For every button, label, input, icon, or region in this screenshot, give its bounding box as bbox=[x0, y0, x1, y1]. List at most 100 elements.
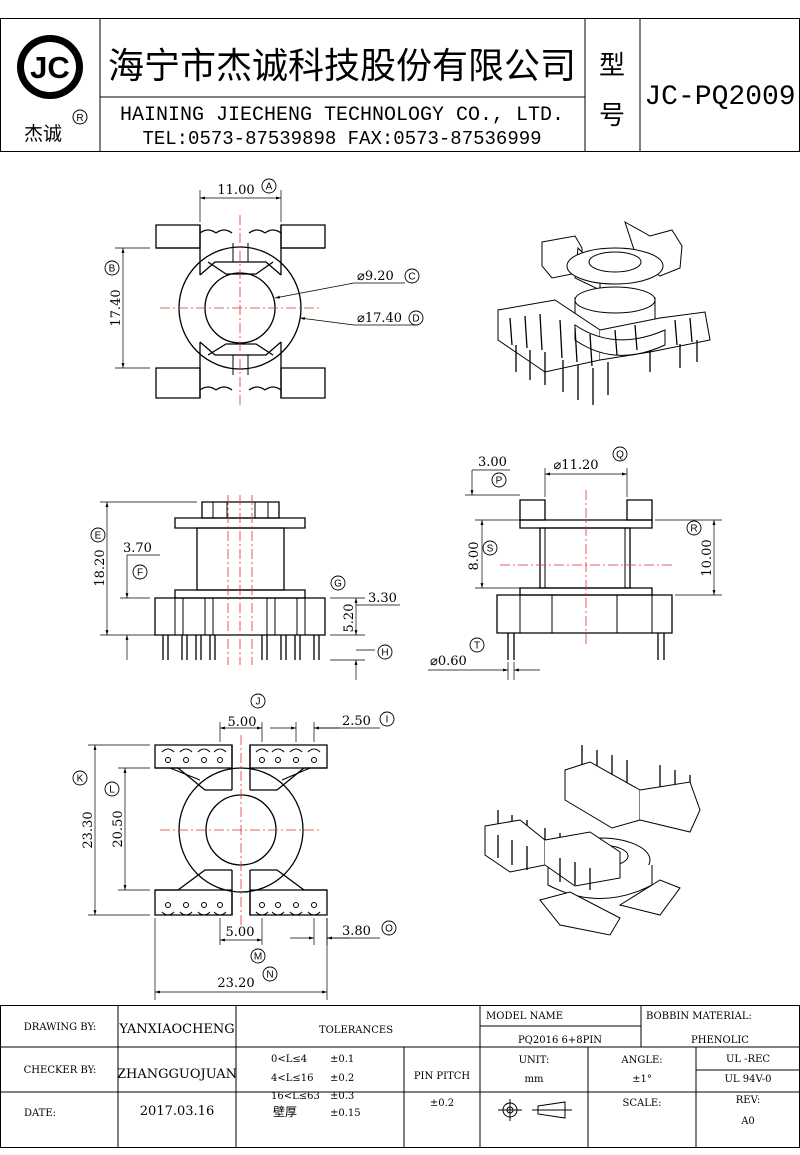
svg-text:I: I bbox=[386, 715, 389, 726]
svg-text:T: T bbox=[474, 641, 480, 652]
scale-label: SCALE: bbox=[622, 1098, 661, 1109]
ul-rec: UL -REC bbox=[726, 1054, 770, 1065]
logo-subtitle: 杰诚 bbox=[24, 123, 62, 145]
drawing-by-value: YANXIAOCHENG bbox=[118, 1022, 234, 1037]
dim-m-value: 5.00 bbox=[226, 925, 255, 940]
dim-p-value: 3.00 bbox=[478, 455, 507, 470]
model-number: JC-PQ2009 bbox=[644, 82, 795, 113]
tolerance-4-range: 壁厚 bbox=[273, 1104, 297, 1119]
dim-label-o: O bbox=[381, 920, 397, 936]
date-label: DATE: bbox=[24, 1108, 56, 1119]
dim-label-h: H bbox=[377, 644, 393, 660]
front-view: 18.20 3.70 5.20 3.30 bbox=[93, 495, 400, 680]
bottom-view: 5.00 2.50 23.30 20.50 5.00 3.80 23.2 bbox=[81, 714, 380, 1000]
dim-label-n: N bbox=[262, 966, 278, 982]
drawing-by-label: DRAWING BY: bbox=[24, 1022, 96, 1033]
company-name-en: HAINING JIECHENG TECHNOLOGY CO., LTD. bbox=[120, 104, 564, 127]
angle-value: ±1° bbox=[632, 1074, 652, 1085]
dim-d-value: ⌀17.40 bbox=[357, 311, 402, 326]
svg-text:N: N bbox=[266, 970, 273, 981]
model-name-label: MODEL NAME bbox=[486, 1011, 563, 1022]
dim-r-value: 10.00 bbox=[700, 539, 715, 576]
dimension-labels: A B C D E F G H I J K L MN O P Q R S T bbox=[72, 178, 702, 982]
tolerance-4-value: ±0.15 bbox=[330, 1108, 361, 1119]
svg-text:B: B bbox=[109, 264, 116, 275]
rev-label: REV: bbox=[736, 1095, 760, 1106]
dim-j-value: 5.00 bbox=[228, 715, 257, 730]
dim-a-value: 11.00 bbox=[217, 183, 254, 198]
svg-text:Q: Q bbox=[616, 450, 624, 461]
bobbin-material-value: PHENOLIC bbox=[691, 1035, 749, 1046]
tolerance-3-value: ±0.3 bbox=[330, 1091, 354, 1102]
model-label-2: 号 bbox=[599, 101, 625, 131]
svg-text:J: J bbox=[256, 697, 261, 708]
tolerance-2-value: ±0.2 bbox=[330, 1073, 354, 1084]
dim-s-value: 8.00 bbox=[467, 542, 482, 571]
pin-pitch-value: ±0.2 bbox=[430, 1098, 454, 1109]
tolerance-2-range: 4<L≤16 bbox=[271, 1073, 314, 1084]
svg-text:H: H bbox=[381, 648, 388, 659]
svg-text:E: E bbox=[95, 531, 102, 542]
svg-text:K: K bbox=[77, 774, 84, 785]
svg-text:A: A bbox=[266, 182, 273, 193]
tolerance-1-value: ±0.1 bbox=[330, 1054, 354, 1065]
dim-k-value: 23.30 bbox=[81, 811, 96, 848]
company-name-cn: 海宁市杰诚科技股份有限公司 bbox=[108, 46, 576, 87]
isometric-view-top bbox=[497, 220, 711, 405]
dim-label-b: B bbox=[104, 260, 120, 276]
dim-label-l: L bbox=[104, 781, 120, 797]
checker-by-label: CHECKER BY: bbox=[24, 1065, 97, 1076]
dim-label-i: I bbox=[379, 711, 395, 727]
dim-label-p: P bbox=[491, 472, 507, 488]
bobbin-material-label: BOBBIN MATERIAL: bbox=[646, 1011, 752, 1022]
dim-label-d: D bbox=[408, 310, 424, 326]
angle-label: ANGLE: bbox=[620, 1055, 662, 1066]
tolerance-1-range: 0<L≤4 bbox=[271, 1054, 307, 1065]
dim-label-k: K bbox=[72, 770, 88, 786]
dim-label-a: A bbox=[261, 178, 277, 194]
title-block: DRAWING BY: YANXIAOCHENG TOLERANCES MODE… bbox=[0, 1005, 800, 1148]
svg-text:S: S bbox=[487, 544, 494, 555]
dim-label-q: Q bbox=[612, 446, 628, 462]
side-view: 3.00 ⌀11.20 8.00 10.00 ⌀0.60 bbox=[428, 455, 722, 680]
pin-pitch-label: PIN PITCH bbox=[414, 1071, 471, 1082]
model-name-value: PQ2016 6+8PIN bbox=[518, 1035, 602, 1046]
date-value: 2017.03.16 bbox=[140, 1104, 214, 1119]
dim-label-t: T bbox=[469, 637, 485, 653]
dim-label-f: F bbox=[132, 564, 148, 580]
dim-g2-value: 3.30 bbox=[368, 591, 397, 606]
rev-value: A0 bbox=[740, 1116, 755, 1127]
isometric-view-bottom bbox=[484, 745, 701, 936]
ul-94v0: UL 94V-0 bbox=[724, 1074, 771, 1085]
svg-text:R: R bbox=[690, 524, 697, 535]
svg-text:C: C bbox=[408, 272, 415, 283]
model-label-1: 型 bbox=[599, 51, 625, 81]
dim-i-value: 2.50 bbox=[342, 714, 371, 729]
svg-text:G: G bbox=[334, 579, 342, 590]
tolerances-label: TOLERANCES bbox=[319, 1025, 393, 1036]
tolerance-3-range: 16<L≤63 bbox=[271, 1091, 320, 1102]
header: JC 杰诚 R 海宁市杰诚科技股份有限公司 HAINING JIECHENG T… bbox=[0, 18, 800, 152]
logo-text: JC bbox=[30, 50, 70, 85]
top-view: 11.00 17.40 ⌀9.20 ⌀17.40 bbox=[109, 183, 418, 405]
svg-text:M: M bbox=[254, 952, 262, 963]
svg-text:O: O bbox=[385, 924, 393, 935]
dim-label-m: M bbox=[250, 948, 266, 964]
unit-label: UNIT: bbox=[519, 1055, 550, 1066]
dim-label-e: E bbox=[90, 527, 106, 543]
dim-n-value: 23.20 bbox=[217, 976, 254, 991]
svg-text:D: D bbox=[412, 314, 419, 325]
dim-label-s: S bbox=[482, 540, 498, 556]
dim-b-value: 17.40 bbox=[109, 289, 124, 326]
svg-text:F: F bbox=[137, 568, 143, 579]
checker-by-value: ZHANGGUOJUAN bbox=[117, 1067, 237, 1082]
dim-q-value: ⌀11.20 bbox=[553, 458, 598, 473]
dim-e-value: 18.20 bbox=[93, 549, 108, 586]
dim-c-value: ⌀9.20 bbox=[357, 269, 394, 284]
dim-label-c: C bbox=[404, 268, 420, 284]
dim-label-j: J bbox=[250, 693, 266, 709]
dim-o-value: 3.80 bbox=[342, 924, 371, 939]
svg-text:P: P bbox=[496, 476, 503, 487]
dim-g-value: 5.20 bbox=[342, 604, 357, 633]
dim-l-value: 20.50 bbox=[111, 810, 126, 847]
